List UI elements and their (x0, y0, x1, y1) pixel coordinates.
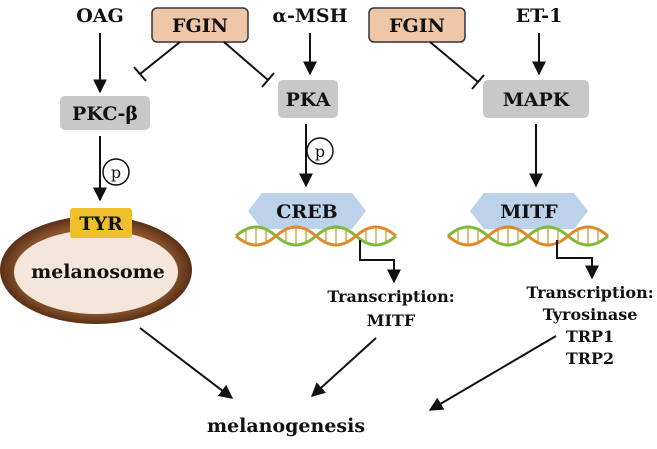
pkc-box (60, 96, 150, 130)
transcription-right-title: Transcription: (526, 283, 653, 302)
inhibit-fgin-pka (223, 41, 275, 88)
fgin-box-left (151, 7, 249, 43)
amsh-label: α-MSH (272, 5, 347, 27)
oag-label: OAG (76, 5, 124, 27)
transcription-arrow-mid (359, 240, 401, 284)
arrow-mitf-melanogenesis (310, 337, 377, 397)
transcription-mid-target: MITF (367, 311, 416, 330)
dna-helix-mid (235, 225, 397, 247)
fgin-label-left: FGIN (172, 15, 228, 37)
tyr-box (70, 208, 132, 238)
inhibit-fgin-pkc (133, 41, 181, 82)
pkc-label: PKC-β (72, 103, 138, 125)
mitf-hexagon (470, 193, 588, 229)
phospho-label-mid: p (315, 142, 325, 161)
melanosome-body (14, 230, 178, 314)
arrow-melanosome-melanogenesis (139, 327, 234, 399)
transcription-arrow-right (556, 240, 599, 280)
transcription-right-target-3: TRP2 (566, 349, 614, 368)
dna-helix-right (447, 225, 609, 247)
et1-label: ET-1 (516, 5, 563, 27)
melanogenesis-label: melanogenesis (207, 415, 365, 437)
mapk-box (483, 80, 589, 118)
tyr-label: TYR (79, 213, 123, 235)
mitf-label: MITF (500, 201, 558, 223)
mapk-label: MAPK (503, 89, 571, 111)
pka-box (278, 80, 338, 118)
fgin-label-right: FGIN (389, 15, 445, 37)
transcription-mid-title: Transcription: (327, 287, 454, 306)
transcription-right-target-1: Tyrosinase (543, 305, 638, 324)
fgin-box-right (368, 7, 466, 43)
inhibit-fgin-mapk (429, 41, 485, 90)
creb-label: CREB (276, 201, 337, 223)
arrow-targets-melanogenesis (428, 335, 557, 411)
pka-label: PKA (286, 89, 331, 111)
phospho-label-left: p (111, 163, 121, 182)
melanosome-label: melanosome (31, 261, 165, 283)
transcription-right-target-2: TRP1 (566, 327, 614, 346)
phospho-circle-mid (306, 137, 334, 165)
phospho-circle-left (102, 158, 130, 186)
creb-hexagon (248, 193, 366, 229)
